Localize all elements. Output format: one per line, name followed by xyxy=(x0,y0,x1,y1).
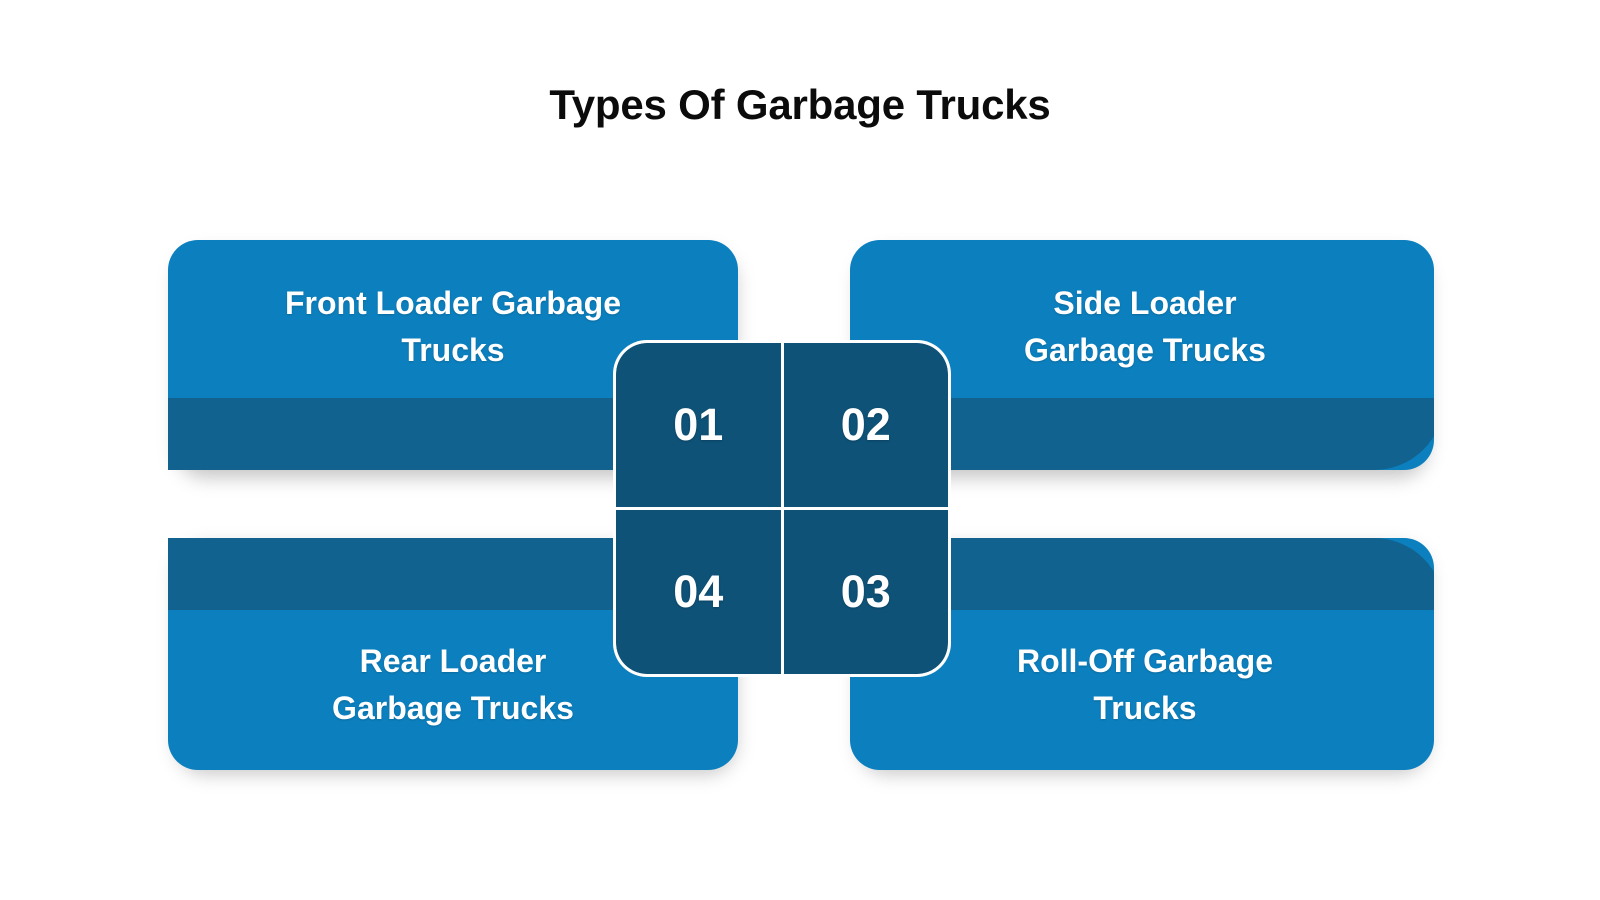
card-roll-off-label: Roll-Off Garbage Trucks xyxy=(1016,643,1273,727)
quad-number-01[interactable]: 01 xyxy=(616,343,781,507)
quad-number-04[interactable]: 04 xyxy=(616,510,781,674)
card-side-loader-label: Side Loader Garbage Trucks xyxy=(1024,285,1266,369)
center-number-quad-grid: 01 02 04 03 xyxy=(616,343,948,674)
center-number-quad: 01 02 04 03 xyxy=(613,340,951,677)
quad-number-03[interactable]: 03 xyxy=(783,510,948,674)
page-title: Types Of Garbage Trucks xyxy=(549,81,1051,128)
quad-number-02[interactable]: 02 xyxy=(783,343,948,507)
card-front-loader-label: Front Loader Garbage Trucks xyxy=(284,285,622,369)
card-rear-loader-label: Rear Loader Garbage Trucks xyxy=(332,643,574,727)
